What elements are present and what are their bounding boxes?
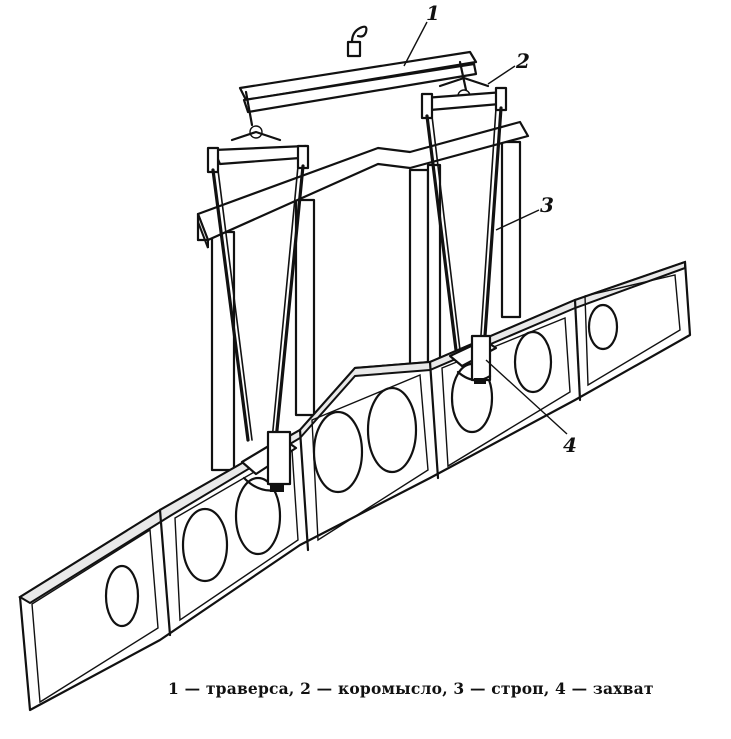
wall-panel <box>18 260 692 712</box>
traverse <box>238 25 478 139</box>
callout-4: 4 <box>563 433 577 457</box>
panel-posts <box>210 140 522 472</box>
slings <box>211 106 503 442</box>
figure-caption: 1 — траверса, 2 — коромысло, 3 — строп, … <box>168 679 654 698</box>
rocker-right <box>420 76 508 120</box>
grip-left <box>240 430 298 492</box>
upper-beam <box>196 120 530 249</box>
callout-2: 2 <box>515 49 530 73</box>
callout-3: 3 <box>540 193 554 217</box>
callouts: 1 2 3 4 <box>403 1 577 457</box>
grip-right <box>448 334 498 384</box>
callout-1: 1 <box>426 1 440 25</box>
